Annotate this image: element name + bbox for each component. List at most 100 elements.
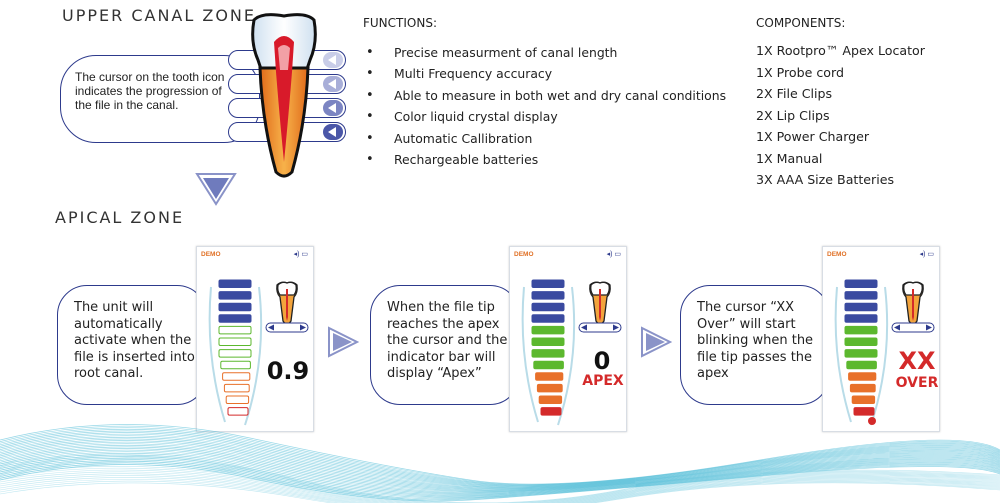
battery-icon: ◂) ▭: [606, 251, 621, 258]
cursor-left-arrow-icon: [581, 324, 587, 331]
function-item: Precise measurment of canal length: [366, 44, 726, 65]
indicator-bar: [227, 407, 249, 416]
function-item: Rechargeable batteries: [366, 151, 726, 172]
indicator-bar: [531, 349, 565, 358]
guide-curve: [244, 286, 263, 426]
wave-line: [0, 475, 1000, 503]
tooth-canal-icon: [599, 289, 601, 321]
locator-display: [208, 279, 309, 426]
right-arrow-icon: [328, 326, 359, 358]
step-2-screen: DEMO ◂) ▭ 0 APEX: [509, 246, 627, 432]
wave-line: [0, 452, 1000, 495]
function-item: Able to measure in both wet and dry cana…: [366, 87, 726, 108]
wave-line: [0, 424, 1000, 485]
apex-label: APEX: [582, 373, 624, 389]
indicator-bar: [536, 383, 563, 393]
components-heading: COMPONENTS:: [756, 16, 846, 30]
indicator-bar: [533, 360, 564, 370]
right-arrow-icon: [641, 326, 672, 358]
indicator-bar: [531, 325, 565, 335]
reading-value: 0.9: [266, 357, 310, 385]
indicator-bar: [844, 314, 878, 323]
battery-icon: ◂) ▭: [919, 251, 934, 258]
wave-line: [0, 471, 1000, 503]
reading-value: 0: [593, 347, 611, 375]
step-1-callout: The unit will automatically activate whe…: [57, 285, 207, 405]
step-3-callout: The cursor “XX Over” will start blinking…: [680, 285, 830, 405]
indicator-bar: [844, 337, 878, 346]
indicator-bar: [531, 279, 565, 288]
step-1-screen: DEMO ◂) ▭ 0.9: [196, 246, 314, 432]
wave-line: [0, 465, 1000, 503]
upper-canal-zone-title: UPPER CANAL ZONE: [62, 6, 256, 25]
indicator-bar: [848, 372, 877, 381]
guide-curve: [834, 286, 852, 423]
indicator-bar: [218, 349, 252, 358]
wave-line: [0, 456, 1000, 503]
components-list: 1X Rootpro™ Apex Locator 1X Probe cord 2…: [756, 42, 925, 193]
over-dot: [868, 417, 876, 425]
step-2-callout: When the file tip reaches the apex the c…: [370, 285, 520, 405]
step-3-text: The cursor “XX Over” will start blinking…: [697, 300, 814, 381]
wave-line: [0, 478, 1000, 503]
wave-line: [0, 432, 1000, 487]
step-3-screen: DEMO ◂) ▭ XX OVER: [822, 246, 940, 432]
component-item: 1X Manual: [756, 150, 823, 166]
indicator-bar: [531, 302, 565, 312]
cursor-right-arrow-icon: [300, 324, 306, 331]
guide-curve: [521, 286, 539, 423]
wave-line: [0, 428, 1000, 486]
apical-zone-title: APICAL ZONE: [55, 208, 185, 227]
cursor-arrow-icon: [323, 124, 343, 140]
wave-line: [0, 443, 1000, 491]
demo-label: DEMO: [827, 251, 847, 258]
wave-line: [0, 454, 1000, 496]
cursor-bar: [891, 322, 935, 333]
cursor-left-arrow-icon: [894, 324, 900, 331]
upper-zone-callout-text: The cursor on the tooth icon indicates t…: [75, 70, 225, 112]
wave-line: [0, 469, 1000, 503]
indicator-bar: [844, 291, 878, 300]
cursor-right-arrow-icon: [926, 324, 932, 331]
indicator-bar: [844, 279, 878, 288]
indicator-bar: [844, 302, 878, 312]
cursor-left-arrow-icon: [268, 324, 274, 331]
cursor-arrow-icon: [323, 76, 343, 92]
functions-heading: FUNCTIONS:: [363, 16, 437, 30]
wave-line: [0, 446, 1000, 492]
cursor-arrow-icon: [323, 100, 343, 116]
wave-line: [0, 448, 1000, 493]
function-item: Automatic Callibration: [366, 130, 726, 151]
tooth-canal-icon: [286, 289, 288, 321]
wave-line: [0, 425, 1000, 485]
cursor-right-arrow-icon: [613, 324, 619, 331]
indicator-bar: [218, 337, 252, 346]
decorative-wave-graphic: [0, 424, 1000, 503]
indicator-bar: [531, 314, 565, 323]
wave-line: [0, 480, 1000, 503]
indicator-bar: [223, 383, 250, 393]
cursor-bar: [265, 322, 309, 333]
battery-icon: ◂) ▭: [293, 251, 308, 258]
function-item: Multi Frequency accuracy: [366, 65, 726, 86]
wave-line: [0, 473, 1000, 503]
wave-line: [0, 441, 1000, 490]
guide-curve: [557, 286, 576, 426]
indicator-bar: [853, 407, 875, 416]
wave-line: [0, 477, 1000, 503]
indicator-bar: [222, 372, 251, 381]
wave-line: [0, 460, 1000, 503]
indicator-bar: [531, 337, 565, 346]
demo-label: DEMO: [201, 251, 221, 258]
wave-line: [0, 467, 1000, 503]
indicator-bar: [218, 314, 252, 323]
step-2-text: When the file tip reaches the apex the c…: [387, 300, 508, 381]
xx-label: XX: [898, 347, 936, 375]
component-item: 1X Rootpro™ Apex Locator: [756, 43, 925, 58]
tooth-canal-icon: [912, 289, 914, 321]
wave-line: [0, 449, 1000, 494]
indicator-bar: [844, 349, 878, 358]
locator-display: [521, 279, 622, 426]
demo-label: DEMO: [514, 251, 534, 258]
wave-line: [0, 444, 1000, 492]
